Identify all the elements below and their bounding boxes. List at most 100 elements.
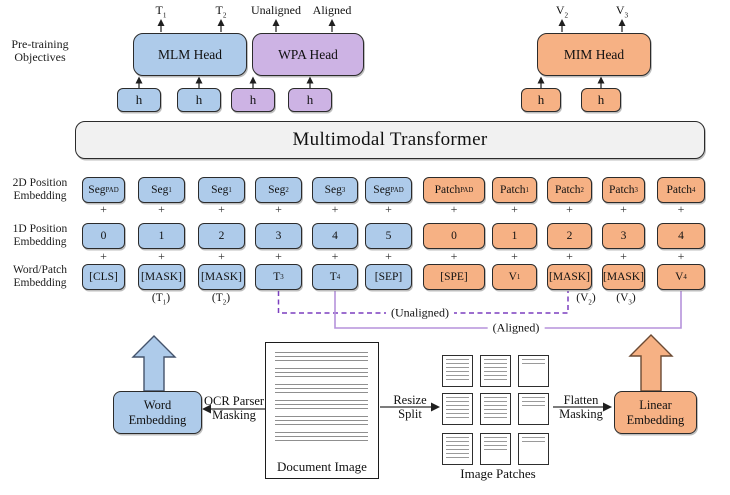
- head-output-arrow-head: [558, 19, 566, 26]
- plus-sign: +: [511, 249, 518, 263]
- embedding-cell: [MASK]: [138, 264, 185, 290]
- h-to-head-arrow-head: [249, 76, 257, 84]
- embedding-cell: 3: [255, 223, 302, 249]
- image-patch: [518, 433, 549, 465]
- h-to-head-arrow-head: [135, 76, 143, 84]
- hidden-state-box: h: [288, 88, 332, 112]
- embedding-cell: 4: [312, 223, 358, 249]
- embedding-cell: 1: [492, 223, 537, 249]
- image-patch: [518, 355, 549, 387]
- plus-sign: +: [511, 202, 518, 216]
- document-image-caption: Document Image: [266, 459, 378, 475]
- output-label: Aligned: [312, 3, 352, 17]
- embedding-cell: [CLS]: [82, 264, 125, 290]
- plus-sign: +: [566, 249, 573, 263]
- plus-sign: +: [100, 202, 107, 216]
- plus-sign: +: [677, 202, 685, 216]
- token-annotation: (T2): [211, 292, 231, 307]
- h-to-head-arrow-head: [306, 76, 314, 84]
- embedding-cell: 5: [365, 223, 412, 249]
- pretraining-objectives-label: Pre-training Objectives: [11, 37, 69, 64]
- token-annotation: (T1): [151, 292, 171, 307]
- head-output-arrow-head: [217, 19, 225, 26]
- hidden-state-box: h: [231, 88, 275, 112]
- image-patch: [442, 433, 473, 465]
- h-to-head-arrow-head: [195, 76, 203, 84]
- aligned-connector-label: (Aligned): [487, 320, 545, 336]
- plus-sign: +: [450, 202, 458, 216]
- plus-sign: +: [331, 202, 339, 216]
- output-label: T2: [215, 3, 227, 20]
- h-to-head-arrow-head: [537, 76, 545, 84]
- multimodal-transformer-bar: Multimodal Transformer: [75, 121, 705, 159]
- output-label: V2: [555, 3, 569, 20]
- embedding-cell: [SPE]: [423, 264, 485, 290]
- plus-sign: +: [100, 249, 107, 263]
- plus-sign: +: [218, 202, 225, 216]
- hidden-state-box: h: [521, 88, 561, 112]
- image-patch: [480, 355, 511, 387]
- ocr-arrowhead: [202, 404, 211, 414]
- output-label: Unaligned: [251, 3, 301, 17]
- mlm-head-box: MLM Head: [133, 33, 247, 76]
- plus-sign: +: [620, 249, 627, 263]
- image-patch: [442, 355, 473, 387]
- word-embedding-box: Word Embedding: [113, 391, 202, 434]
- plus-sign: +: [275, 249, 282, 263]
- embedding-cell: 3: [602, 223, 645, 249]
- output-label: V3: [615, 3, 629, 20]
- linear-embedding-up-arrow: [628, 334, 674, 392]
- word-embedding-up-arrow: [131, 335, 177, 392]
- plus-sign: +: [331, 249, 339, 263]
- linear-embedding-box: Linear Embedding: [614, 391, 697, 434]
- plus-sign: +: [385, 249, 392, 263]
- plus-sign: +: [218, 249, 225, 263]
- flatten-arrowhead: [603, 402, 612, 412]
- image-patch: [518, 393, 549, 425]
- head-output-arrow-head: [618, 19, 626, 26]
- plus-sign: +: [677, 249, 685, 263]
- embedding-cell: 2: [198, 223, 245, 249]
- unaligned-connector-label: (Unaligned): [386, 305, 454, 321]
- hidden-state-box: h: [581, 88, 621, 112]
- token-annotation: (V2): [576, 292, 596, 307]
- resize-split-label: Resize Split: [393, 393, 427, 421]
- plus-sign: +: [566, 202, 573, 216]
- embedding-cell: [MASK]: [602, 264, 645, 290]
- embedding-cell: 2: [547, 223, 592, 249]
- mim-head-box: MIM Head: [537, 33, 651, 76]
- image-patch: [480, 393, 511, 425]
- plus-sign: +: [385, 202, 392, 216]
- embedding-cell: [MASK]: [198, 264, 245, 290]
- image-patch: [442, 393, 473, 425]
- embedding-cell: [MASK]: [547, 264, 592, 290]
- hidden-state-box: h: [177, 88, 221, 112]
- ocr-parser-masking-label: OCR Parser Masking: [203, 394, 265, 422]
- embedding-cell: 0: [423, 223, 485, 249]
- embedding-cell: 1: [138, 223, 185, 249]
- head-output-arrow-head: [157, 19, 165, 26]
- embedding-cell: 0: [82, 223, 125, 249]
- flatten-masking-label: Flatten Masking: [559, 393, 603, 421]
- output-label: T1: [155, 3, 167, 20]
- head-output-arrow-head: [328, 19, 336, 26]
- hidden-state-box: h: [117, 88, 161, 112]
- token-annotation: (V3): [616, 292, 636, 307]
- plus-sign: +: [275, 202, 282, 216]
- wpa-head-box: WPA Head: [252, 33, 364, 76]
- plus-sign: +: [158, 249, 165, 263]
